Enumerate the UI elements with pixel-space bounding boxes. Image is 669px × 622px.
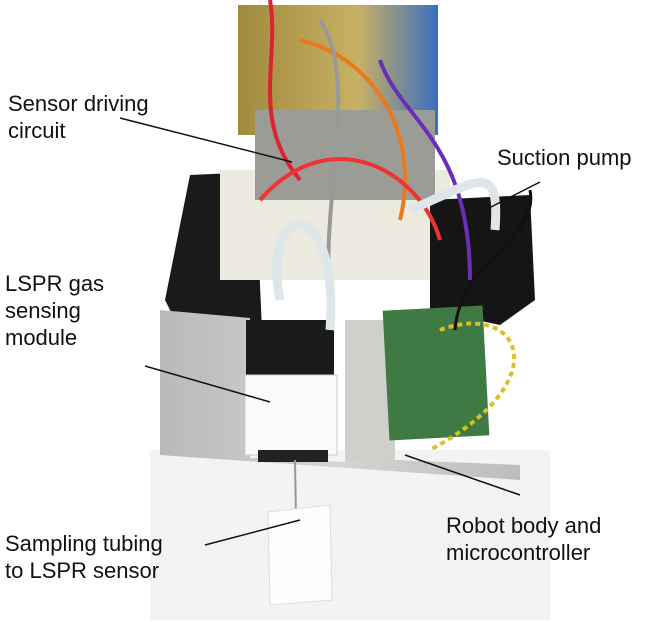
label-line: sensing (5, 298, 81, 323)
leader-sensor-circuit (119, 117, 293, 163)
label-line: microcontroller (446, 540, 591, 565)
label-line: module (5, 325, 78, 350)
label-line: Suction pump (497, 145, 632, 170)
label-line: Robot body and (446, 513, 602, 538)
label-line: to LSPR sensor (5, 558, 160, 583)
floor-shadow (150, 450, 550, 620)
label-lspr-module: LSPR gas sensing module (5, 270, 104, 351)
label-sampling-tubing: Sampling tubing to LSPR sensor (5, 530, 163, 584)
label-line: Sampling tubing (5, 531, 163, 556)
label-robot-body: Robot body and microcontroller (446, 512, 601, 566)
label-line: Sensor driving (8, 91, 149, 116)
leader-sampling-tubing (204, 519, 301, 546)
suction-pump (430, 195, 535, 325)
lspr-module-base (258, 450, 328, 462)
leader-robot-body (404, 454, 521, 496)
leader-lines (119, 117, 541, 546)
leader-lspr-module (144, 365, 271, 403)
label-sensor-driving-circuit: Sensor driving circuit (8, 90, 149, 144)
label-line: circuit (8, 118, 66, 143)
wires (258, 0, 533, 452)
lspr-module-body (244, 374, 338, 456)
leader-suction-pump (484, 181, 541, 211)
sensor-card (267, 504, 333, 606)
lspr-module-top (246, 320, 334, 380)
label-line: LSPR gas (5, 271, 105, 296)
label-suction-pump: Suction pump (497, 144, 632, 171)
microcontroller-board (382, 305, 490, 441)
